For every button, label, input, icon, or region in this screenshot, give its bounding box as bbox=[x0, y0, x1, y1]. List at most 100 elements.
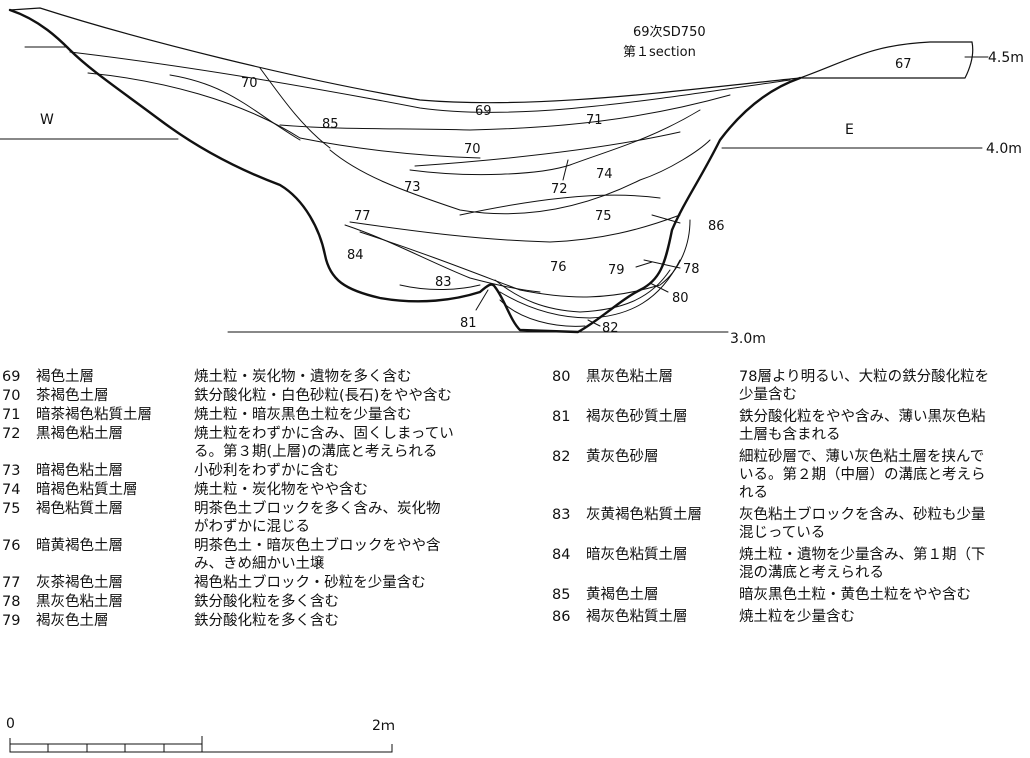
layer-number: 72 bbox=[2, 426, 21, 442]
layer-description-line: 焼土粒をわずかに含み、固くしまってい bbox=[194, 426, 454, 442]
layer-name: 褐色粘質土層 bbox=[36, 501, 123, 517]
datum-line-4-5m bbox=[24, 46, 989, 58]
layer-label-79: 79 bbox=[608, 263, 625, 278]
legend-row: 72 黒褐色粘土層 焼土粒をわずかに含み、固くしまっている。第３期(上層)の溝底と考… bbox=[0, 425, 520, 461]
layer-name: 褐灰色粘質土層 bbox=[586, 609, 688, 625]
legend-row: 83 灰黄褐色粘質土層 灰色粘土ブロックを含み、砂粒も少量混じっている bbox=[549, 506, 1030, 542]
leader-lines bbox=[475, 56, 976, 327]
layer-description-line: 混の溝底と考えられる bbox=[739, 565, 884, 581]
layer-82-base bbox=[499, 299, 586, 327]
layer-number: 86 bbox=[552, 609, 571, 625]
layer-label-86: 86 bbox=[708, 219, 725, 234]
layer-name: 褐色土層 bbox=[36, 369, 94, 385]
layer-description-line: み、きめ細かい土壌 bbox=[194, 556, 325, 572]
ground-surface-line bbox=[9, 7, 973, 104]
layer-number: 85 bbox=[552, 587, 571, 603]
layer-description: 焼土粒・炭化物・遺物を多く含む bbox=[194, 368, 520, 386]
layer-70-lens bbox=[169, 67, 331, 149]
layer-label-85: 85 bbox=[322, 117, 339, 132]
layer-number: 78 bbox=[2, 594, 21, 610]
layer-number: 71 bbox=[2, 407, 21, 423]
layer-name: 灰茶褐色土層 bbox=[36, 575, 123, 591]
layer-description: 鉄分酸化粒・白色砂粒(長石)をやや含む bbox=[194, 387, 520, 405]
layer-label-82: 82 bbox=[602, 321, 619, 336]
layer-name: 黒灰色粘土層 bbox=[36, 594, 123, 610]
layer-description: 小砂利をわずかに含む bbox=[194, 462, 520, 480]
layer-label-84: 84 bbox=[347, 248, 364, 263]
layer-description: 細粒砂層で、薄い灰色粘土層を挟んでいる。第２期（中層）の溝底と考えられる bbox=[739, 448, 1030, 502]
layer-description-line: れる bbox=[739, 485, 768, 501]
layer-number: 84 bbox=[552, 547, 571, 563]
layer-73-base bbox=[329, 139, 711, 215]
layer-label-77: 77 bbox=[354, 209, 371, 224]
layer-name: 褐灰色土層 bbox=[36, 613, 109, 629]
layer-description: 焼土粒を少量含む bbox=[739, 608, 1030, 626]
layer-75-base bbox=[349, 214, 681, 243]
layer-78-base bbox=[494, 269, 671, 313]
layer-description: 焼土粒・炭化物をやや含む bbox=[194, 481, 520, 499]
layer-number: 80 bbox=[552, 369, 571, 385]
scale-bar: 0 2ｍ bbox=[6, 716, 395, 753]
layer-label-75: 75 bbox=[595, 209, 612, 224]
layer-name: 黒灰色粘土層 bbox=[586, 369, 673, 385]
layer-description: 鉄分酸化粒を多く含む bbox=[194, 593, 520, 611]
section-title-line2: 第１section bbox=[623, 45, 696, 60]
layer-79-base bbox=[499, 259, 681, 319]
layer-label-81: 81 bbox=[460, 316, 477, 331]
layer-number: 79 bbox=[2, 613, 21, 629]
layer-74-base bbox=[459, 194, 661, 216]
layer-number: 70 bbox=[2, 388, 21, 404]
layer-69-base bbox=[69, 51, 791, 113]
layer-label-72: 72 bbox=[551, 182, 568, 197]
layer-description: 鉄分酸化粒を多く含む bbox=[194, 612, 520, 630]
layer-description: 焼土粒をわずかに含み、固くしまっている。第３期(上層)の溝底と考えられる bbox=[194, 425, 520, 461]
layer-label-70a: 70 bbox=[241, 76, 258, 91]
layer-description-line: 小砂利をわずかに含む bbox=[194, 463, 339, 479]
direction-west: W bbox=[40, 112, 54, 128]
layer-number: 73 bbox=[2, 463, 21, 479]
layer-description: 焼土粒・遺物を少量含み、第１期（下混の溝底と考えられる bbox=[739, 546, 1030, 582]
layer-number: 83 bbox=[552, 507, 571, 523]
layer-description-line: 焼土粒・暗灰黒色土粒を少量含む bbox=[194, 407, 412, 423]
layer-description: 焼土粒・暗灰黒色土粒を少量含む bbox=[194, 406, 520, 424]
layer-description: 灰色粘土ブロックを含み、砂粒も少量混じっている bbox=[739, 506, 1030, 542]
layer-label-70b: 70 bbox=[464, 142, 481, 157]
direction-east: E bbox=[845, 122, 854, 138]
layer-description-line: 鉄分酸化粒をやや含み、薄い黒灰色粘 bbox=[739, 409, 986, 425]
layer-71-base bbox=[414, 131, 681, 167]
layer-label-73: 73 bbox=[404, 180, 421, 195]
layer-description-line: 鉄分酸化粒・白色砂粒(長石)をやや含む bbox=[194, 388, 452, 404]
layer-name: 灰黄褐色粘質土層 bbox=[586, 507, 702, 523]
layer-description-line: 鉄分酸化粒を多く含む bbox=[194, 613, 339, 629]
layer-label-83: 83 bbox=[435, 275, 452, 290]
layer-label-78: 78 bbox=[683, 262, 700, 277]
layer-description: 明茶色土ブロックを多く含み、炭化物がわずかに混じる bbox=[194, 500, 520, 536]
layer-name: 暗黄褐色土層 bbox=[36, 538, 123, 554]
layer-description-line: 灰色粘土ブロックを含み、砂粒も少量 bbox=[739, 507, 986, 523]
legend-row: 86 褐灰色粘質土層 焼土粒を少量含む bbox=[549, 608, 1030, 626]
layer-number: 81 bbox=[552, 409, 571, 425]
layer-description-line: 暗灰黒色土粒・黄色土粒をやや含む bbox=[739, 587, 971, 603]
layer-label-76: 76 bbox=[550, 260, 567, 275]
layer-number: 69 bbox=[2, 369, 21, 385]
layer-name: 黒褐色粘土層 bbox=[36, 426, 123, 442]
layer-description-line: 土層も含まれる bbox=[739, 427, 841, 443]
layer-description-line: 78層より明るい、大粒の鉄分酸化粒を bbox=[739, 369, 990, 385]
elevation-4-5m: 4.5m bbox=[988, 50, 1024, 66]
trench-section-drawing: 69次SD750 第１section W E 4.5m 4.0m 3.0m 67… bbox=[0, 7, 1024, 347]
layer-label-67: 67 bbox=[895, 57, 912, 72]
layer-number: 77 bbox=[2, 575, 21, 591]
layer-83-base bbox=[399, 284, 481, 290]
layer-67-outline bbox=[799, 41, 974, 79]
layer-name: 黄灰色砂層 bbox=[586, 449, 659, 465]
